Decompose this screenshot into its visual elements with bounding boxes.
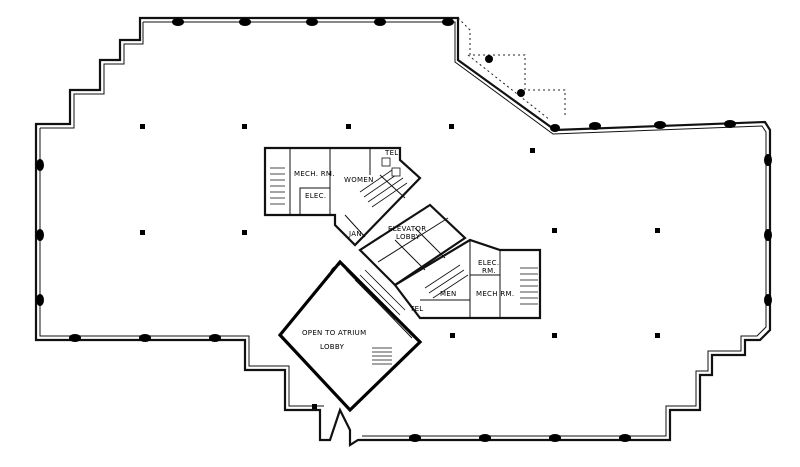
label-jan: JAN. [348, 230, 364, 238]
label-tel-bottom: TEL [409, 305, 424, 313]
label-mech-rm-left: MECH. RM. [294, 170, 335, 178]
label-rm-right: RM. [482, 267, 496, 275]
label-men: MEN [440, 290, 457, 298]
exterior-wall [34, 16, 772, 447]
label-mech-rm-right: MECH RM. [476, 290, 514, 298]
label-tel-top: TEL [384, 149, 399, 157]
elevator-shafts [358, 203, 467, 287]
label-lobby-elevator: LOBBY [396, 233, 421, 241]
label-elec-right: ELEC. [478, 259, 499, 267]
label-elec-left: ELEC. [305, 192, 326, 200]
structural-columns [140, 124, 660, 409]
label-elevator: ELEVATOR [388, 225, 426, 233]
core-right [393, 238, 542, 320]
label-lobby-atrium: LOBBY [320, 343, 345, 351]
label-atrium: OPEN TO ATRIUM [302, 329, 366, 337]
atrium [277, 259, 423, 413]
room-labels: MECH. RM. WOMEN TEL ELEC. JAN. ELEVATOR … [294, 149, 514, 351]
window-mullions [36, 18, 772, 442]
label-women: WOMEN [344, 176, 374, 184]
core-left [263, 146, 422, 247]
